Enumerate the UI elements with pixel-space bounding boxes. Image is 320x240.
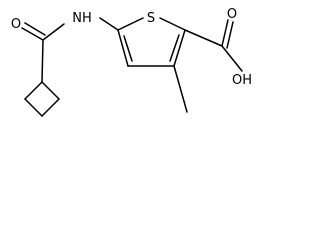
- single-bond: [41, 39, 44, 83]
- atom-NH: NH: [72, 11, 92, 26]
- atom-S: S: [147, 11, 155, 26]
- single-bond: [99, 17, 119, 31]
- atom-O-amide: O: [11, 17, 21, 32]
- single-bond: [42, 23, 65, 41]
- ring-bond: [24, 98, 43, 117]
- atom-O-carbonyl: O: [227, 7, 237, 22]
- ring-bond: [41, 81, 60, 100]
- atom-labels: O NH S O OH: [11, 7, 252, 88]
- double-bond: [221, 19, 229, 47]
- ring-double-bond: [123, 35, 133, 62]
- double-bond: [24, 22, 46, 36]
- ring-bond: [117, 29, 129, 67]
- ring-bond: [173, 29, 186, 67]
- ring-double-bond: [169, 34, 180, 62]
- single-bond: [184, 29, 223, 47]
- double-bond: [226, 21, 234, 49]
- ring-bond: [24, 81, 43, 100]
- single-bond: [221, 45, 243, 72]
- methyl-bond: [173, 65, 188, 113]
- ring-bond: [159, 17, 186, 31]
- ring-bond: [117, 17, 144, 31]
- bonds: [21, 17, 243, 117]
- double-bond: [21, 27, 44, 41]
- ring-bond: [41, 98, 60, 117]
- atom-OH: OH: [232, 73, 252, 88]
- chemical-structure: O NH S O OH: [11, 7, 252, 117]
